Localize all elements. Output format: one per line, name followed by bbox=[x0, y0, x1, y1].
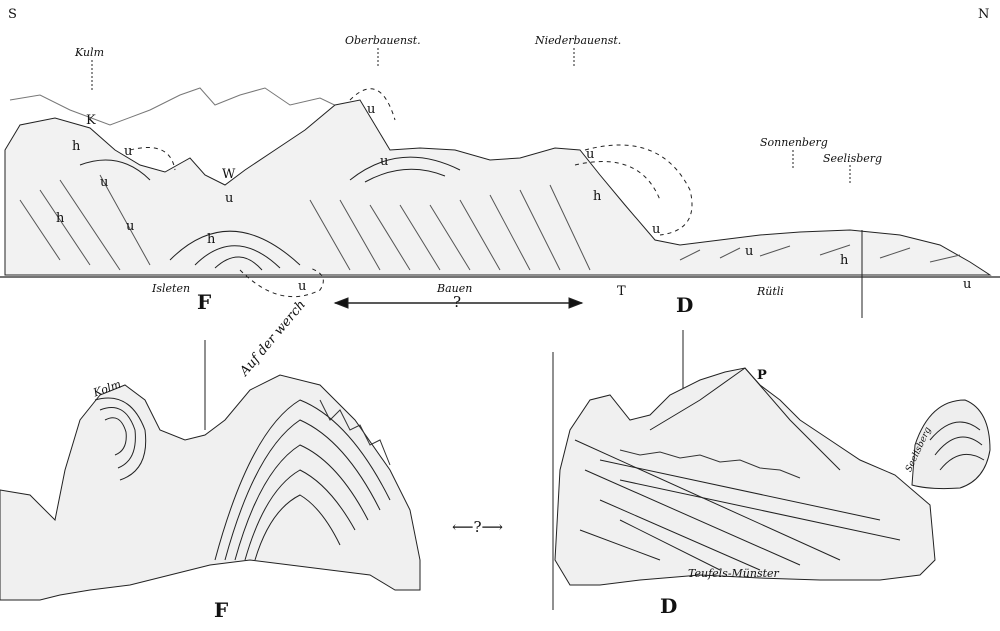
fold-2 bbox=[194, 245, 281, 269]
arch-5 bbox=[254, 494, 341, 561]
distance-question: ? bbox=[453, 293, 462, 311]
hatching-c bbox=[679, 244, 961, 263]
section-d-label: D bbox=[676, 293, 694, 317]
letter-u-2: u bbox=[100, 175, 109, 190]
letter-u-8: u bbox=[652, 222, 661, 237]
sketch-d-caption: D bbox=[660, 594, 678, 618]
hatching-a bbox=[19, 174, 151, 271]
dashed-fold-right bbox=[584, 144, 693, 236]
background-peaks bbox=[9, 87, 346, 126]
inset-arc-1 bbox=[929, 421, 981, 441]
place-bauen: Bauen bbox=[437, 282, 473, 295]
strata-d-2 bbox=[584, 469, 801, 566]
letter-u-1: u bbox=[124, 144, 133, 159]
letter-t: T bbox=[617, 284, 626, 299]
inset-arc-2 bbox=[934, 436, 983, 456]
fold-3 bbox=[214, 256, 263, 271]
letter-k: K bbox=[86, 113, 96, 128]
fold-4 bbox=[349, 156, 461, 181]
letter-h-1: h bbox=[72, 139, 81, 154]
letter-u-10: u bbox=[298, 279, 307, 294]
letter-p: P bbox=[757, 368, 767, 383]
strata-d-4 bbox=[619, 519, 721, 571]
letter-u-7: u bbox=[586, 147, 595, 162]
strata-d-1 bbox=[574, 439, 841, 561]
letter-h-3: h bbox=[207, 232, 216, 247]
label-niederbauenst: Niederbauenst. bbox=[535, 34, 622, 47]
letter-w: W bbox=[222, 167, 236, 182]
fold-6 bbox=[79, 159, 151, 181]
arch-3 bbox=[234, 444, 369, 561]
dashed-fold-right-2 bbox=[574, 161, 661, 201]
top-profile bbox=[0, 48, 1000, 318]
letter-u-3: u bbox=[126, 219, 135, 234]
inset-seelisberg bbox=[911, 399, 991, 490]
compass-south: S bbox=[8, 7, 17, 22]
dashed-fold-bottom bbox=[239, 267, 324, 298]
middle-comparison-arrow: ⟵?⟶ bbox=[452, 518, 504, 536]
label-oberbauenst: Oberbauenst. bbox=[345, 34, 421, 47]
letter-u-11: u bbox=[963, 277, 972, 292]
sketch-f-silhouette bbox=[0, 374, 421, 601]
section-f-label: F bbox=[197, 290, 212, 314]
label-sonnenberg: Sonnenberg bbox=[760, 136, 828, 149]
letter-h-2: h bbox=[56, 211, 65, 226]
letter-h-4: h bbox=[593, 189, 602, 204]
compass-north: N bbox=[978, 7, 990, 22]
fold-1 bbox=[169, 230, 301, 266]
peak-p-face bbox=[649, 367, 841, 471]
arrowhead-right bbox=[568, 297, 584, 309]
kolm-concentric-2 bbox=[99, 407, 136, 469]
strata-d-3 bbox=[599, 499, 761, 571]
letter-u-9: u bbox=[745, 244, 754, 259]
arch-1 bbox=[214, 399, 391, 561]
place-isleten: Isleten bbox=[152, 282, 191, 295]
dashed-fold-left bbox=[129, 147, 176, 171]
letter-u-5: u bbox=[367, 102, 376, 117]
label-teufels-munster: Teufels-Münster bbox=[688, 567, 779, 580]
fold-5 bbox=[364, 168, 446, 183]
forest-band bbox=[619, 449, 801, 479]
letter-u-4: u bbox=[225, 191, 234, 206]
label-kulm: Kulm bbox=[75, 46, 105, 59]
hatching-b bbox=[309, 184, 591, 271]
inset-arc-3 bbox=[939, 453, 985, 471]
sketch-f bbox=[0, 340, 421, 601]
dashed-fold-top bbox=[349, 88, 396, 121]
strata-d-7 bbox=[579, 529, 661, 561]
sketch-f-caption: F bbox=[214, 598, 229, 622]
label-seelisberg: Seelisberg bbox=[823, 152, 883, 165]
forest-right bbox=[319, 399, 391, 466]
ridge-silhouette bbox=[4, 99, 992, 276]
place-rutli: Rütli bbox=[757, 285, 784, 298]
strata-d-5 bbox=[599, 459, 881, 521]
letter-h-5: h bbox=[840, 253, 849, 268]
arch-4 bbox=[244, 469, 356, 561]
arrowhead-left bbox=[333, 297, 349, 309]
strata-d-6 bbox=[619, 479, 901, 541]
arch-2 bbox=[224, 419, 381, 561]
sketch-d-silhouette bbox=[554, 367, 936, 586]
letter-u-6: u bbox=[380, 154, 389, 169]
kolm-concentric-1 bbox=[94, 397, 147, 481]
sketch-d bbox=[552, 330, 991, 610]
kolm-concentric-3 bbox=[104, 417, 127, 456]
